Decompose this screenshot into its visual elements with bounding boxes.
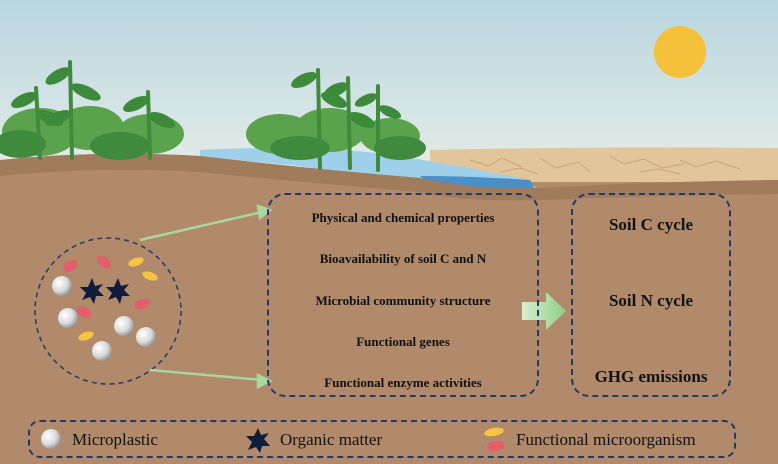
microorganism-icon [97, 255, 111, 269]
legend-microplastic-label: Microplastic [72, 430, 158, 449]
factor-physical-chemical: Physical and chemical properties [311, 210, 495, 225]
process-soil-c-cycle: Soil C cycle [608, 215, 694, 234]
legend: Microplastic Organic matter Functional m… [28, 420, 736, 458]
microplastic-icon [52, 276, 72, 296]
organic-matter-icon [106, 278, 130, 304]
microorganism-particles [62, 255, 158, 341]
organic-matter-particles [80, 278, 130, 304]
leaves [11, 67, 402, 129]
process-soil-n-cycle: Soil N cycle [608, 291, 694, 310]
legend-organic-matter-label: Organic matter [280, 430, 383, 449]
influencing-factors-box: Physical and chemical properties Bioavai… [267, 193, 539, 397]
dry-soil [430, 147, 778, 182]
microorganism-icon [78, 331, 94, 341]
microorganism-icon [76, 306, 92, 318]
plants [34, 60, 380, 172]
soil-cracks [469, 155, 741, 175]
factor-functional-genes: Functional genes [356, 334, 450, 349]
factor-bioavailability: Bioavailability of soil C and N [319, 251, 487, 266]
microorganism-icon [128, 257, 144, 267]
soil-processes-box: Soil C cycle Soil N cycle GHG emissions [571, 193, 731, 397]
legend-organic-matter-icon [246, 428, 270, 453]
flow-arrow [522, 292, 566, 330]
microplastic-icon [114, 316, 134, 336]
microplastic-icon [136, 327, 156, 347]
microplastic-zoom-circle [34, 237, 182, 385]
microplastic-icon [92, 341, 112, 361]
soil-top-band [0, 153, 778, 201]
bushes-dark [0, 130, 426, 160]
legend-microorganism-label: Functional microorganism [516, 430, 696, 449]
sun-icon [654, 26, 706, 78]
legend-microorganism-icon [484, 427, 504, 437]
microplastic-particles [52, 276, 156, 361]
legend-microorganism-icon [487, 440, 505, 452]
process-ghg-emissions: GHG emissions [594, 367, 708, 386]
microorganism-icon [134, 298, 150, 310]
factor-enzyme-activities: Functional enzyme activities [324, 375, 482, 390]
factor-microbial-community: Microbial community structure [315, 293, 491, 308]
organic-matter-icon [80, 278, 104, 304]
microplastic-icon [58, 308, 78, 328]
legend-microplastic-icon [41, 429, 61, 449]
microorganism-icon [142, 271, 158, 281]
microorganism-icon [62, 260, 78, 272]
